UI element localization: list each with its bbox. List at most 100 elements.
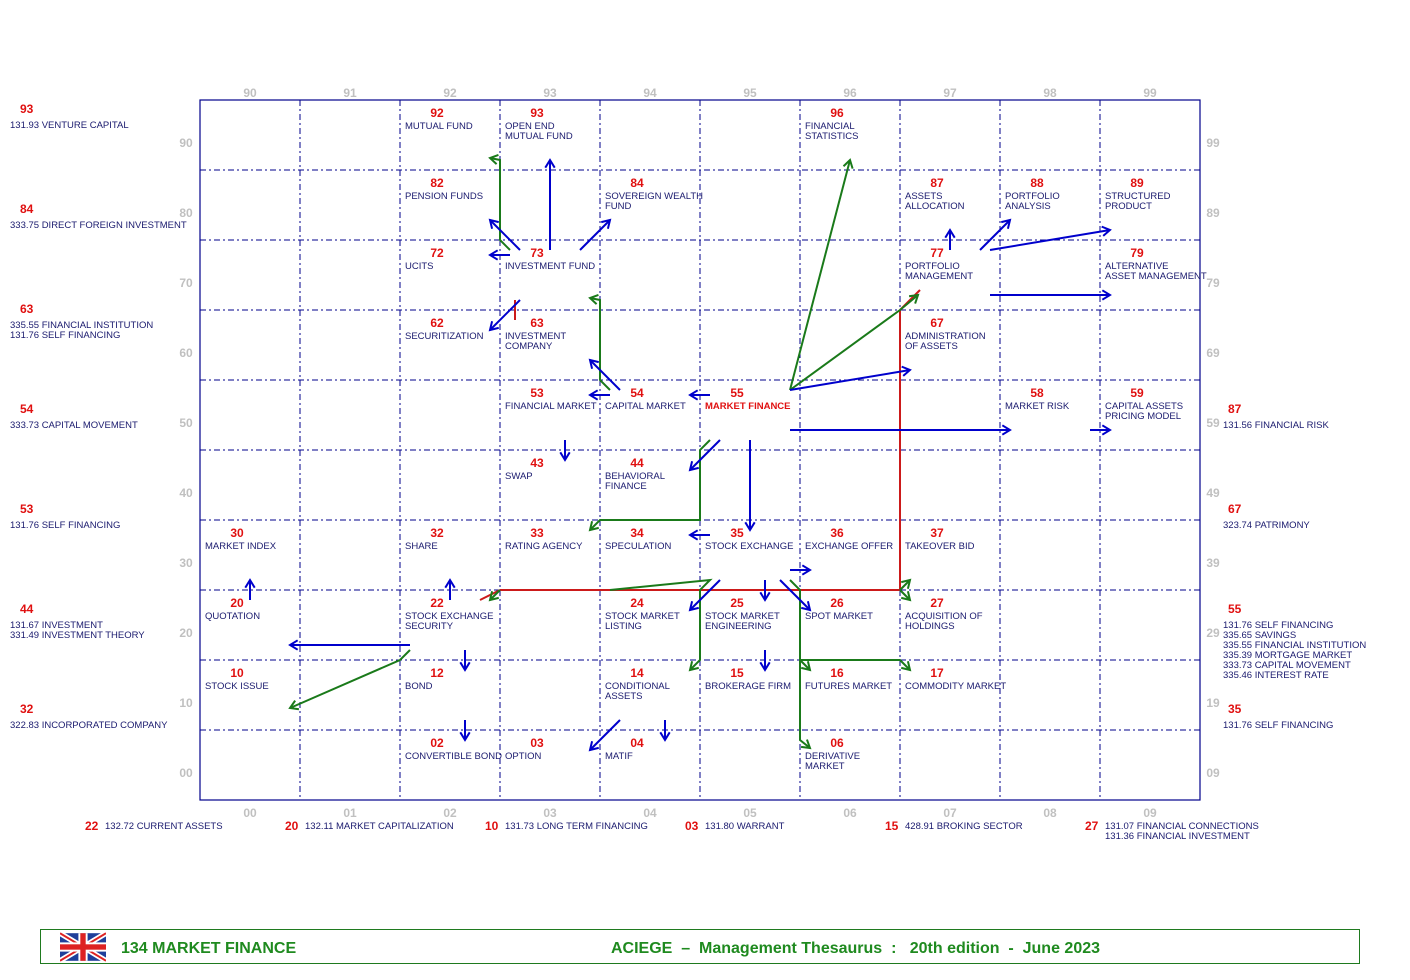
reference-number: 32	[20, 702, 34, 716]
cell-number: 92	[430, 106, 444, 120]
cell-label: PRODUCT	[1105, 201, 1152, 212]
cell-number: 55	[730, 386, 744, 400]
cell-label: MARKET FINANCE	[705, 401, 791, 412]
axis-label-right: 29	[1206, 626, 1220, 640]
cell-label: FUTURES MARKET	[805, 681, 892, 692]
cell-number: 30	[230, 526, 244, 540]
axis-label-bottom: 01	[343, 806, 357, 820]
arrowhead	[1101, 225, 1112, 237]
blue-arrow	[589, 719, 621, 751]
axis-label-left: 60	[179, 346, 193, 360]
cell-label: OF ASSETS	[905, 341, 958, 352]
reference-label: 131.56 FINANCIAL RISK	[1223, 420, 1329, 431]
cell-label: COMMODITY MARKET	[905, 681, 1006, 692]
axis-label-right: 49	[1206, 486, 1220, 500]
axis-label-bottom: 07	[943, 806, 957, 820]
cell-label: INVESTMENT FUND	[505, 261, 595, 272]
arrowhead	[759, 661, 771, 672]
cell-label: ALLOCATION	[905, 201, 965, 212]
axis-label-left: 40	[179, 486, 193, 500]
cell-label: PORTFOLIO	[905, 261, 960, 272]
cell-label: PENSION FUNDS	[405, 191, 483, 202]
reference-number: 53	[20, 502, 34, 516]
arrowhead	[1101, 289, 1112, 301]
cell-number: 02	[430, 736, 444, 750]
cell-number: 14	[630, 666, 644, 680]
reference-label: 335.55 FINANCIAL INSTITUTION	[10, 320, 153, 331]
reference-number: 35	[1228, 702, 1242, 716]
arrowhead	[901, 578, 912, 589]
axis-label-bottom: 04	[643, 806, 657, 820]
axis-label-bottom: 09	[1143, 806, 1157, 820]
axis-label-right: 59	[1206, 416, 1220, 430]
axis-label-left: 70	[179, 276, 193, 290]
cell-label: CAPITAL ASSETS	[1105, 401, 1183, 412]
cell-number: 17	[930, 666, 944, 680]
cell-label: SOVEREIGN WEALTH	[605, 191, 703, 202]
arrowhead	[288, 639, 299, 651]
axis-label-bottom: 00	[243, 806, 257, 820]
cell-number: 12	[430, 666, 444, 680]
cell-label: STATISTICS	[805, 131, 858, 142]
cell-number: 35	[730, 526, 744, 540]
cell-label: STOCK ISSUE	[205, 681, 269, 692]
blue-arrow	[489, 219, 521, 251]
cell-label: STRUCTURED	[1105, 191, 1171, 202]
cell-number: 89	[1130, 176, 1144, 190]
cell-number: 15	[730, 666, 744, 680]
axis-label-top: 98	[1043, 86, 1057, 100]
blue-arrow	[779, 579, 811, 611]
bottom-reference: 22 132.72 CURRENT ASSETS	[85, 819, 223, 833]
blue-arrow	[579, 219, 611, 251]
reference-label: 131.36 FINANCIAL INVESTMENT	[1105, 831, 1250, 842]
arrowhead	[688, 529, 699, 541]
arrowhead	[842, 158, 854, 169]
cell-label: INVESTMENT	[505, 331, 566, 342]
reference-label: 132.72 CURRENT ASSETS	[105, 821, 223, 832]
reference-number: 15	[885, 819, 899, 833]
cell-number: 24	[630, 596, 644, 610]
reference-label: 333.73 CAPITAL MOVEMENT	[1223, 660, 1351, 671]
reference-number: 22	[85, 819, 99, 833]
reference-label: 335.65 SAVINGS	[1223, 630, 1296, 641]
reference-label: 331.49 INVESTMENT THEORY	[10, 630, 145, 641]
reference-label: 428.91 BROKING SECTOR	[905, 821, 1023, 832]
cell-number: 32	[430, 526, 444, 540]
blue-arrow	[489, 299, 521, 331]
cell-number: 63	[530, 316, 544, 330]
cell-number: 82	[430, 176, 444, 190]
green-arrow	[800, 659, 911, 671]
blue-arrow	[979, 219, 1011, 251]
cell-label: DERIVATIVE	[805, 751, 860, 762]
cell-label: HOLDINGS	[905, 621, 955, 632]
cell-label: CAPITAL MARKET	[605, 401, 686, 412]
cell-label: OPTION	[505, 751, 542, 762]
cell-number: 25	[730, 596, 744, 610]
cell-number: 88	[1030, 176, 1044, 190]
cell-number: 87	[930, 176, 944, 190]
cell-label: ASSETS	[605, 691, 643, 702]
cell-number: 58	[1030, 386, 1044, 400]
arrowhead	[244, 578, 256, 589]
